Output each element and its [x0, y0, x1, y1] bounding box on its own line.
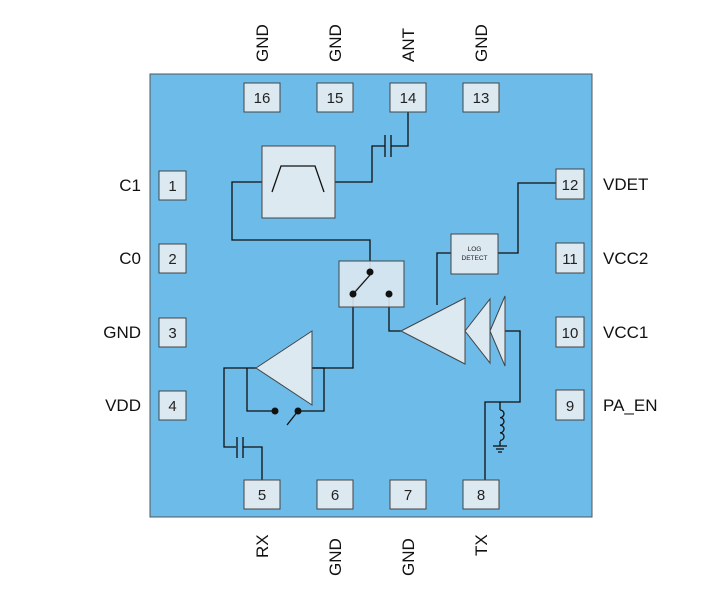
pin-label: GND — [103, 323, 141, 342]
log-detector: LOG DETECT — [450, 233, 499, 275]
pin-label: RX — [253, 534, 272, 558]
pin-label: VDET — [603, 175, 648, 194]
pin-label: GND — [253, 24, 272, 62]
pin-label: ANT — [399, 28, 418, 62]
log-detect-label-1: LOG — [468, 246, 482, 253]
pin-11: 11 VCC2 — [555, 242, 648, 274]
pin-label: GND — [399, 538, 418, 576]
pin-1: 1 C1 — [119, 170, 187, 201]
pin-number: 6 — [331, 487, 339, 504]
power-amplifier — [399, 295, 506, 367]
lna-amplifier — [255, 330, 313, 406]
pin-12: 12 VDET — [555, 168, 648, 200]
pin-label: TX — [472, 534, 491, 556]
pin-number: 11 — [562, 251, 578, 268]
pin-number: 8 — [477, 487, 485, 504]
pin-2: 2 C0 — [119, 243, 187, 274]
pin-8: 8 TX — [462, 479, 500, 556]
pin-label: VCC2 — [603, 249, 648, 268]
pin-7: 7 GND — [389, 479, 427, 576]
pin-label: VDD — [105, 396, 141, 415]
pin-number: 13 — [473, 90, 490, 107]
pin-number: 15 — [327, 90, 344, 107]
pin-13: 13 GND — [462, 24, 500, 113]
pin-number: 10 — [562, 325, 579, 342]
pin-number: 16 — [254, 90, 271, 107]
pin-4: 4 VDD — [105, 390, 187, 421]
pin-9: 9 PA_EN — [555, 389, 658, 421]
switch-contacts — [349, 268, 393, 298]
pin-number: 1 — [168, 178, 176, 195]
pin-number: 12 — [562, 177, 579, 194]
pin-number: 9 — [566, 398, 574, 415]
pin-16: 16 GND — [243, 24, 281, 113]
pin-label: GND — [472, 24, 491, 62]
pin-number: 14 — [400, 90, 417, 107]
bandpass-filter — [261, 145, 336, 219]
pin-number: 2 — [168, 251, 176, 268]
rf-switch — [338, 260, 405, 308]
pin-3: 3 GND — [103, 317, 187, 348]
log-detect-label-2: DETECT — [462, 255, 488, 262]
pin-number: 7 — [404, 487, 412, 504]
pin-label: GND — [326, 24, 345, 62]
pin-label: C1 — [119, 176, 141, 195]
pin-number: 5 — [258, 487, 266, 504]
pin-14: 14 ANT — [389, 28, 427, 113]
pin-label: PA_EN — [603, 396, 658, 415]
pin-number: 3 — [168, 325, 176, 342]
pin-number: 4 — [168, 398, 176, 415]
pin-15: 15 GND — [316, 24, 354, 113]
pin-6: 6 GND — [316, 479, 354, 576]
pin-label: C0 — [119, 249, 141, 268]
pin-5: 5 RX — [243, 479, 281, 558]
pin-label: VCC1 — [603, 323, 648, 342]
pin-10: 10 VCC1 — [555, 316, 648, 348]
pin-label: GND — [326, 538, 345, 576]
